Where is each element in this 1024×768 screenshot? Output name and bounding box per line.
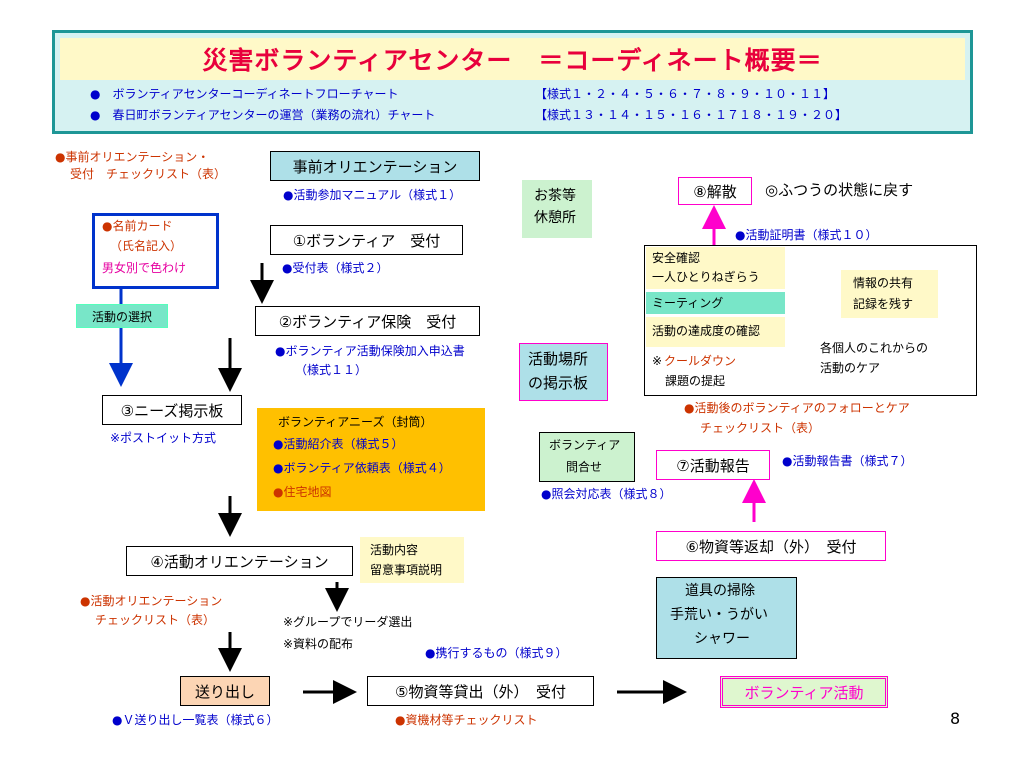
cooldown-label: クールダウン [664, 354, 737, 368]
activity-select-label: 活動の選択 [76, 304, 168, 328]
needs-item-1: ●活動紹介表（様式５） [273, 437, 404, 451]
personal-care-line1: 各個人のこれからの [820, 341, 929, 355]
step3-needs-board: ③ニーズ掲示板 [102, 395, 242, 425]
activity-site-board-line1: 活動場所 [528, 350, 589, 368]
safety-line2: 一人ひとりねぎらう [652, 270, 760, 284]
needs-envelope-box [257, 408, 485, 511]
pre-orientation-checklist-line2: 受付 チェックリスト（表） [70, 167, 227, 181]
page-number: 8 [950, 709, 961, 728]
safety-line1: 安全確認 [652, 251, 701, 265]
insurance-form-line1: ●ボランティア活動保険加入申込書 [275, 344, 465, 358]
name-card-line1: ●名前カード [102, 219, 173, 233]
info-share-line2: 記録を残す [853, 297, 914, 311]
step8-dismissal: ⑧解散 [678, 177, 752, 205]
activity-certificate-form: ●活動証明書（様式１０） [735, 228, 878, 242]
cleanup-box [656, 577, 797, 659]
activity-content-line1: 活動内容 [370, 543, 419, 557]
reception-form: ●受付表（様式２） [282, 261, 389, 275]
volunteer-inquiry-box [539, 432, 635, 482]
insurance-form-line2: （様式１１） [295, 363, 368, 377]
pre-orientation-box: 事前オリエンテーション [270, 151, 480, 181]
carry-items-form: ●携行するもの（様式９） [425, 646, 568, 660]
activity-orientation-checklist-line1: ●活動オリエンテーション [80, 594, 223, 608]
info-share-box [841, 270, 938, 318]
activity-manual-form: ●活動参加マニュアル（様式１） [283, 188, 462, 202]
followup-checklist-line1: ●活動後のボランティアのフォローとケア [684, 401, 910, 415]
header-row1-forms: 【様式１・２・４・５・６・７・８・９・１０・１１】 [535, 87, 836, 101]
activity-site-board-line2: の掲示板 [528, 374, 589, 392]
step1-volunteer-reception: ①ボランティア 受付 [270, 225, 463, 255]
send-off-box: 送り出し [180, 676, 270, 706]
meeting-band [646, 292, 785, 314]
tea-rest-line2: 休憩所 [534, 210, 576, 226]
activity-report-form: ●活動報告書（様式７） [782, 454, 913, 468]
activity-orientation-checklist-line2: チェックリスト（表） [95, 613, 216, 627]
name-card-line3: 男女別で色わけ [102, 261, 187, 275]
back-to-normal-note: ◎ふつうの状態に戻す [765, 181, 914, 199]
step4-activity-orientation: ④活動オリエンテーション [126, 546, 353, 576]
page-title: 災害ボランティアセンター ＝コーディネート概要＝ [202, 46, 823, 75]
tea-rest-line1: お茶等 [534, 188, 576, 204]
activity-site-board-box [519, 343, 608, 401]
followup-checklist-line2: チェックリスト（表） [700, 421, 821, 435]
group-leader-note: ※グループでリーダ選出 [283, 615, 413, 629]
volunteer-activity-box: ボランティア活動 [720, 676, 888, 708]
cooldown-mark: ※ [652, 354, 663, 368]
volunteer-inquiry-line2: 問合せ [566, 460, 603, 474]
step2-insurance-reception: ②ボランティア保険 受付 [255, 306, 480, 336]
meeting-label: ミーティング [652, 296, 724, 310]
needs-title: ボランティアニーズ（封筒） [278, 415, 433, 429]
personal-care-line2: 活動のケア [820, 361, 881, 375]
equipment-checklist: ●資機材等チェックリスト [395, 713, 538, 727]
safety-band [646, 247, 785, 289]
inquiry-form: ●照会対応表（様式８） [541, 487, 672, 501]
needs-item-3: ●住宅地図 [273, 485, 332, 499]
cleanup-line2: 手荒い・うがい [670, 607, 768, 623]
name-card-box [92, 213, 219, 289]
post-it-note: ※ポストイット方式 [110, 431, 217, 445]
header-row2-forms: 【様式１３・１４・１５・１６・１７１８・１９・２０】 [535, 108, 848, 122]
cleanup-line3: シャワー [694, 631, 750, 647]
cleanup-line1: 道具の掃除 [685, 583, 755, 599]
volunteer-inquiry-line1: ボランティア [549, 438, 621, 452]
pre-orientation-checklist-line1: ●事前オリエンテーション・ [55, 150, 210, 164]
header-title-band [60, 38, 965, 80]
send-off-list: ●Ｖ送り出し一覧表（様式６） [112, 713, 279, 727]
header-row1-label: ● ボランティアセンターコーディネートフローチャート [90, 87, 399, 101]
achievement-band [646, 317, 785, 347]
info-share-line1: 情報の共有 [853, 276, 914, 290]
needs-item-2: ●ボランティア依頼表（様式４） [273, 461, 451, 475]
step7-activity-report: ⑦活動報告 [656, 450, 770, 480]
issues-label: 課題の提起 [665, 374, 726, 388]
name-card-line2: （氏名記入） [110, 239, 183, 253]
activity-content-note-box [360, 537, 464, 583]
step6-equipment-return: ⑥物資等返却（外） 受付 [656, 531, 886, 561]
achievement-label: 活動の達成度の確認 [652, 324, 761, 338]
step5-equipment-loan: ⑤物資等貸出（外） 受付 [367, 676, 594, 706]
tea-rest-area-box [522, 180, 592, 238]
materials-note: ※資料の配布 [283, 637, 354, 651]
header-row2-label: ● 春日町ボランティアセンターの運営（業務の流れ）チャート [90, 108, 436, 122]
activity-content-line2: 留意事項説明 [370, 563, 443, 577]
